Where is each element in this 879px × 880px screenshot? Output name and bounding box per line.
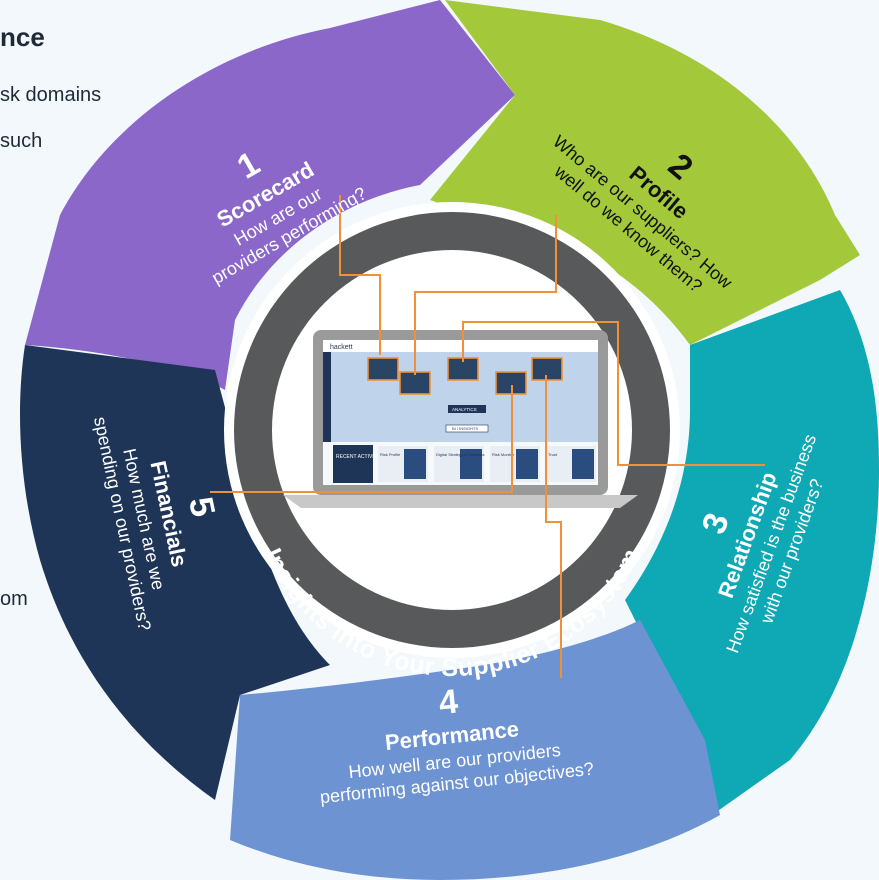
- bi-button-label: BI / INSIGHTS: [452, 426, 478, 431]
- bi-button: [445, 424, 489, 433]
- activity-card-label: Digital Strategy & Solutions: [436, 452, 484, 457]
- recent-activity-tile: [333, 445, 373, 483]
- connector-financials: [210, 385, 513, 493]
- activity-card-image: [572, 449, 594, 479]
- activity-card: Risk Profile: [378, 446, 428, 482]
- connector-relationship: [462, 321, 765, 466]
- laptop: hackett RECENT ACTIVITY ANALYTICS BI / I…: [283, 330, 638, 508]
- activity-card-label: Risk Monitor: [492, 452, 515, 457]
- segment-profile: [430, 0, 860, 345]
- activity-card-image: [404, 449, 426, 479]
- background-text-fragment-2: such: [0, 130, 43, 152]
- segment-financials: [20, 345, 330, 800]
- activity-card: Trust: [546, 446, 596, 482]
- segment-performance: [230, 620, 720, 880]
- laptop-logo-text: hackett: [330, 344, 353, 351]
- activity-card-image: [516, 449, 538, 479]
- background-text-fragment-3: om: [0, 588, 28, 610]
- laptop-topbar: [323, 340, 598, 352]
- activity-card-label: Trust: [548, 452, 558, 457]
- background-text-fragment-1: sk domains: [0, 84, 102, 106]
- activity-card-label: Risk Profile: [380, 452, 401, 457]
- screen-thumbnail: [367, 357, 399, 381]
- segment-relationship: [625, 290, 879, 820]
- screen-thumbnail: [399, 371, 431, 395]
- connector-lines: [210, 195, 765, 678]
- connector-scorecard: [339, 195, 381, 355]
- recent-activity-label: RECENT ACTIVITY: [336, 454, 381, 460]
- segment-number: 4: [437, 682, 460, 722]
- connector-performance: [545, 375, 562, 678]
- analytics-button: [448, 405, 486, 413]
- background-title-fragment: nce: [0, 22, 45, 52]
- activity-card: Risk Monitor: [490, 446, 540, 482]
- laptop-base: [283, 495, 638, 508]
- activity-card-image: [460, 449, 482, 479]
- laptop-sidebar: [323, 352, 331, 442]
- activity-cards: Risk Profile Digital Strategy & Solutions…: [378, 446, 596, 482]
- analytics-button-label: ANALYTICS: [452, 407, 477, 412]
- activity-card: Digital Strategy & Solutions: [434, 446, 484, 482]
- segment-scorecard: [25, 0, 515, 390]
- connector-profile: [414, 215, 557, 375]
